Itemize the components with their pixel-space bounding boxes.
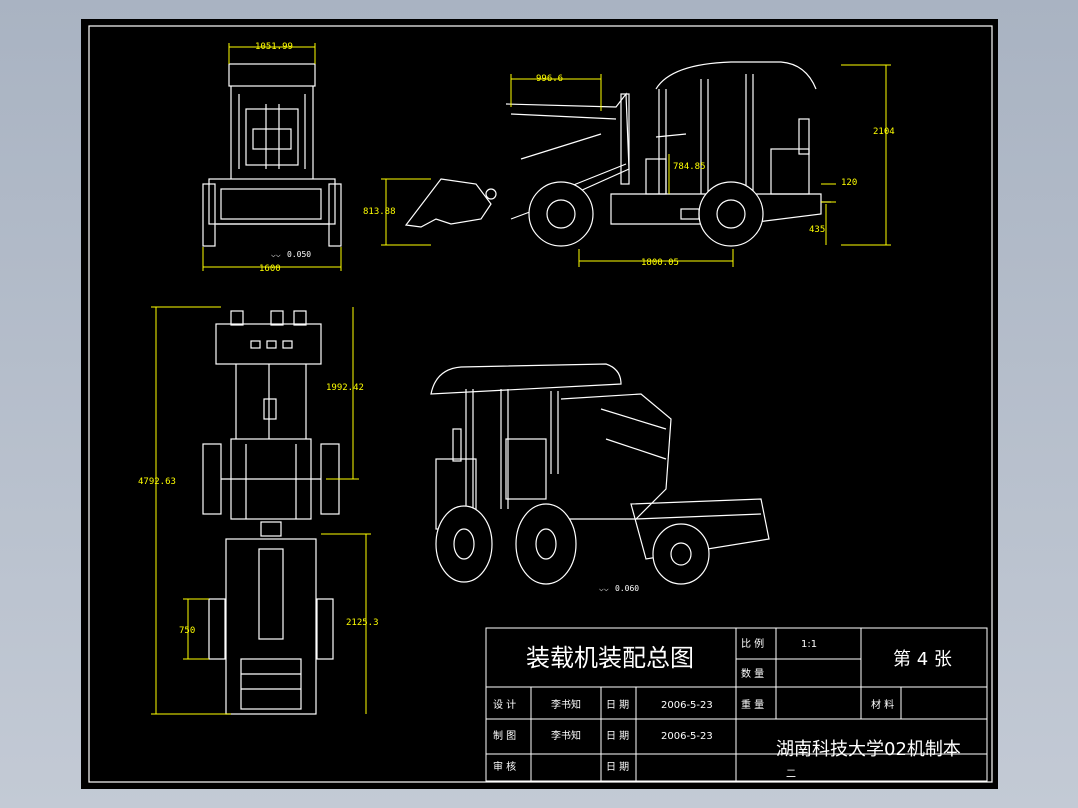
dim-750: 750 (179, 626, 195, 636)
dim-wheelbase: 1800.05 (641, 258, 679, 268)
dim-plan-front: 1992.42 (326, 383, 364, 393)
weight-label: 重 量 (741, 698, 764, 711)
drawing-title: 装载机装配总图 (526, 644, 694, 672)
draft-date-label: 日 期 (606, 730, 629, 742)
dim-total-height: 2104 (873, 127, 895, 137)
review-label: 审 核 (493, 760, 516, 773)
design-date-label: 日 期 (606, 699, 629, 711)
draft-date: 2006-5-23 (661, 731, 713, 742)
design-name: 李书知 (551, 698, 581, 711)
institution-line-2: 二 (786, 769, 796, 780)
dim-seat-height: 784.85 (673, 162, 706, 172)
review-date-label: 日 期 (606, 761, 629, 773)
dim-plan-total: 4792.63 (138, 477, 176, 487)
title-block: 装载机装配总图 比 例 1:1 数 量 重 量 材 料 第 4 张 设 计 李书… (485, 627, 988, 782)
dim-bucket-height: 813.88 (363, 207, 396, 217)
side-view: 996.6 813.88 784.85 1800.05 2104 120 435 (363, 61, 895, 268)
draft-label: 制 图 (493, 729, 516, 742)
dim-front-track: 1600 (259, 264, 281, 274)
dim-435: 435 (809, 225, 825, 235)
front-view: 1051.99 1600 ⌵⌵ 0.050 (202, 42, 342, 274)
quantity-label: 数 量 (741, 667, 764, 680)
dim-plan-rear: 2125.3 (346, 618, 379, 628)
roughness-iso-label: ⌵⌵ (599, 584, 609, 593)
drawing-sheet: 1051.99 1600 ⌵⌵ 0.050 (81, 19, 998, 789)
design-label: 设 计 (493, 698, 516, 711)
roughness-front: 0.050 (287, 250, 311, 259)
roughness-iso: 0.060 (615, 584, 639, 593)
dim-bucket-reach: 996.6 (536, 74, 563, 84)
dim-120: 120 (841, 178, 857, 188)
scale-value: 1:1 (801, 639, 817, 650)
drawing-canvas: 1051.99 1600 ⌵⌵ 0.050 (88, 25, 993, 783)
draft-name: 李书知 (551, 729, 581, 742)
sheet-number: 第 4 张 (893, 649, 952, 670)
roughness-front-label: ⌵⌵ (271, 250, 281, 259)
material-label: 材 料 (871, 698, 894, 711)
dim-top-width: 1051.99 (255, 42, 293, 52)
drawing-border (88, 25, 993, 783)
institution-name: 湖南科技大学02机制本 (776, 739, 961, 760)
scale-label: 比 例 (741, 637, 764, 650)
isometric-view: ⌵⌵ 0.060 (430, 363, 770, 593)
plan-view: 4792.63 1992.42 2125.3 750 (138, 306, 379, 715)
design-date: 2006-5-23 (661, 700, 713, 711)
